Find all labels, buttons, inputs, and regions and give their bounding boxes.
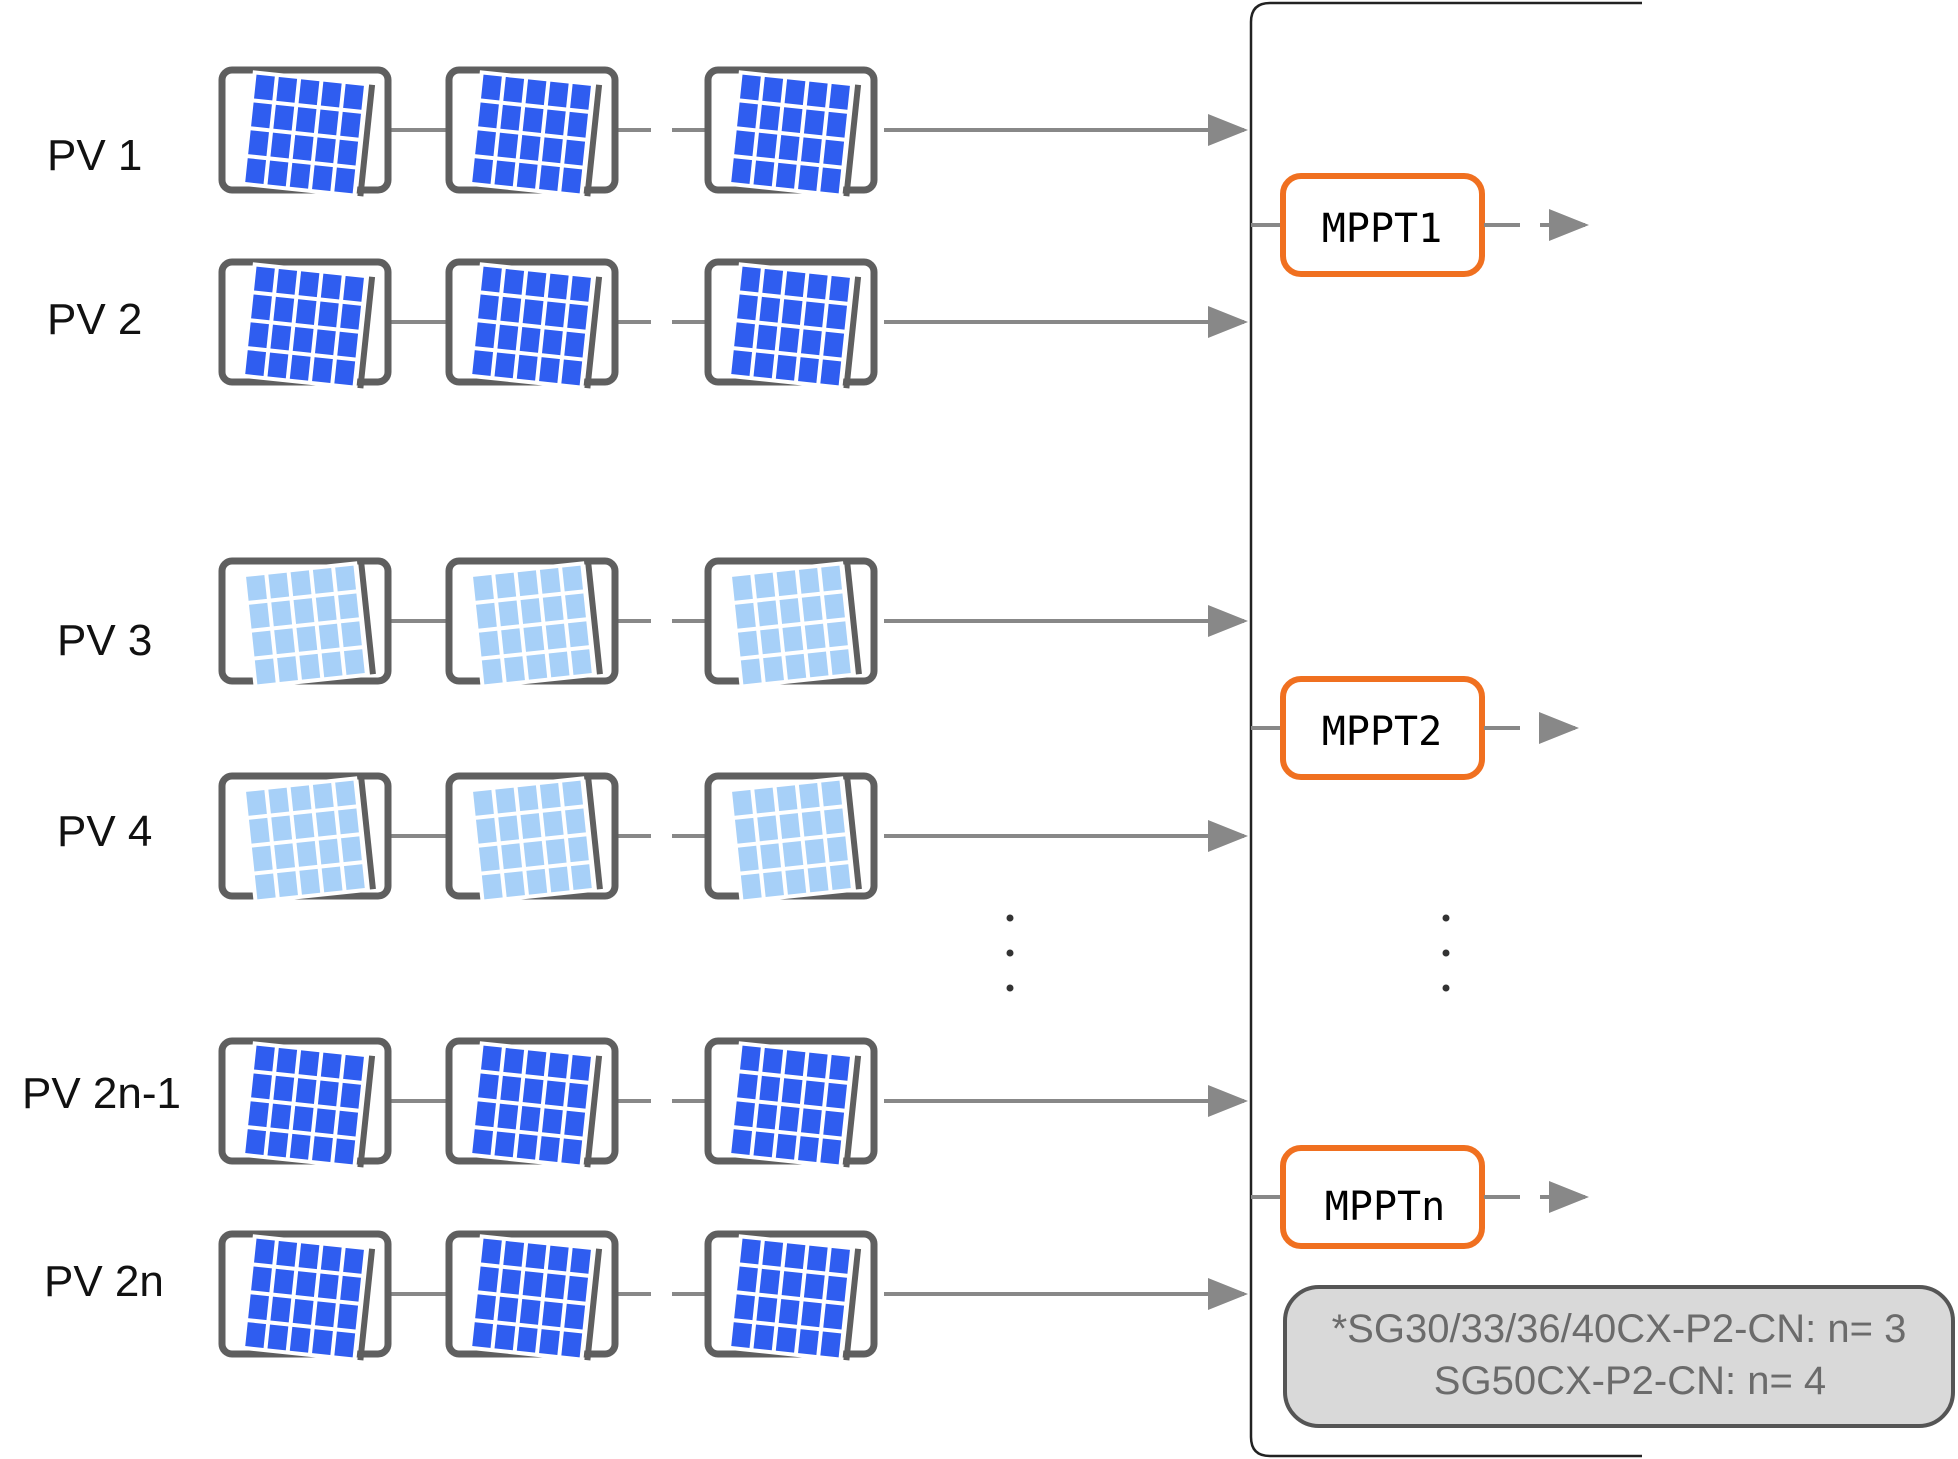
pv-string-label: PV 2n-1 [22, 1069, 181, 1118]
pv-module [445, 772, 619, 904]
pv-string-label: PV 1 [47, 131, 142, 180]
pv-module [704, 557, 878, 689]
pv-module-chain [218, 258, 1248, 390]
pv-module [445, 1037, 619, 1169]
pv-string-row: PV 2n-1 [22, 1037, 1248, 1169]
pv-string-row: PV 3 [57, 557, 1248, 689]
pv-string-label: PV 4 [57, 807, 152, 856]
pv-string-label: PV 3 [57, 616, 152, 665]
pv-string-label: PV 2 [47, 295, 142, 344]
mppt-tracker: MPPTn [1251, 1145, 1589, 1249]
mppt-tracker: MPPT2 [1251, 676, 1579, 780]
solar-panel-icon [240, 262, 376, 390]
solar-panel-icon [726, 1041, 862, 1169]
pv-module [704, 66, 878, 198]
mppt-label: MPPT1 [1322, 206, 1442, 252]
pv-module [445, 66, 619, 198]
solar-panel-icon [726, 1234, 862, 1362]
solar-panel-icon [240, 1041, 376, 1169]
pv-strings: PV 1 PV 2 PV 3 PV 4 PV 2n-1 PV 2n [22, 66, 1248, 1362]
pv-module-chain [218, 1037, 1248, 1169]
pv-module [445, 258, 619, 390]
solar-panel-icon [241, 776, 376, 904]
pv-module [218, 772, 392, 904]
pv-module-chain [218, 557, 1248, 689]
note-box [1283, 1285, 1955, 1428]
mppt-box [1280, 676, 1485, 780]
solar-panel-icon [467, 262, 603, 390]
solar-panel-icon [468, 561, 603, 689]
pv-module [445, 557, 619, 689]
solar-panel-icon [241, 561, 376, 689]
solar-panel-icon [726, 70, 862, 198]
pv-string-row: PV 4 [57, 772, 1248, 904]
pv-module [704, 1037, 878, 1169]
pv-module [218, 557, 392, 689]
mppt-box [1280, 173, 1485, 277]
pv-module [218, 66, 392, 198]
solar-panel-icon [727, 561, 862, 689]
pv-module-chain [218, 772, 1248, 904]
ellipsis-dots-strings [1006, 914, 1014, 992]
solar-panel-icon [467, 1234, 603, 1362]
pv-module [218, 1230, 392, 1362]
model-note: *SG30/33/36/40CX-P2-CN: n= 3 SG50CX-P2-C… [1283, 1285, 1955, 1428]
ellipsis-dots-mppt [1442, 914, 1450, 992]
solar-panel-icon [467, 70, 603, 198]
pv-module [445, 1230, 619, 1362]
pv-module [704, 258, 878, 390]
solar-panel-icon [468, 776, 603, 904]
pv-module [218, 1037, 392, 1169]
mppt-box [1280, 1145, 1485, 1249]
pv-string-row: PV 2 [47, 258, 1248, 390]
pv-string-label: PV 2n [44, 1257, 164, 1306]
mppt-label: MPPTn [1325, 1184, 1445, 1230]
solar-panel-icon [240, 70, 376, 198]
mppt-label: MPPT2 [1322, 709, 1442, 755]
mppt-tracker: MPPT1 [1251, 173, 1589, 277]
pv-string-row: PV 2n [44, 1230, 1248, 1362]
mppt-trackers: MPPT1 MPPT2 MPPTn [1251, 173, 1589, 1249]
pv-module [704, 1230, 878, 1362]
solar-panel-icon [726, 262, 862, 390]
note-line-2: SG50CX-P2-CN: n= 4 [1434, 1359, 1826, 1403]
pv-module-chain [218, 1230, 1248, 1362]
solar-panel-icon [727, 776, 862, 904]
solar-panel-icon [240, 1234, 376, 1362]
pv-module [218, 258, 392, 390]
pv-string-row: PV 1 [47, 66, 1248, 198]
solar-panel-icon [467, 1041, 603, 1169]
pv-module [704, 772, 878, 904]
pv-module-chain [218, 66, 1248, 198]
note-line-1: *SG30/33/36/40CX-P2-CN: n= 3 [1332, 1307, 1907, 1351]
